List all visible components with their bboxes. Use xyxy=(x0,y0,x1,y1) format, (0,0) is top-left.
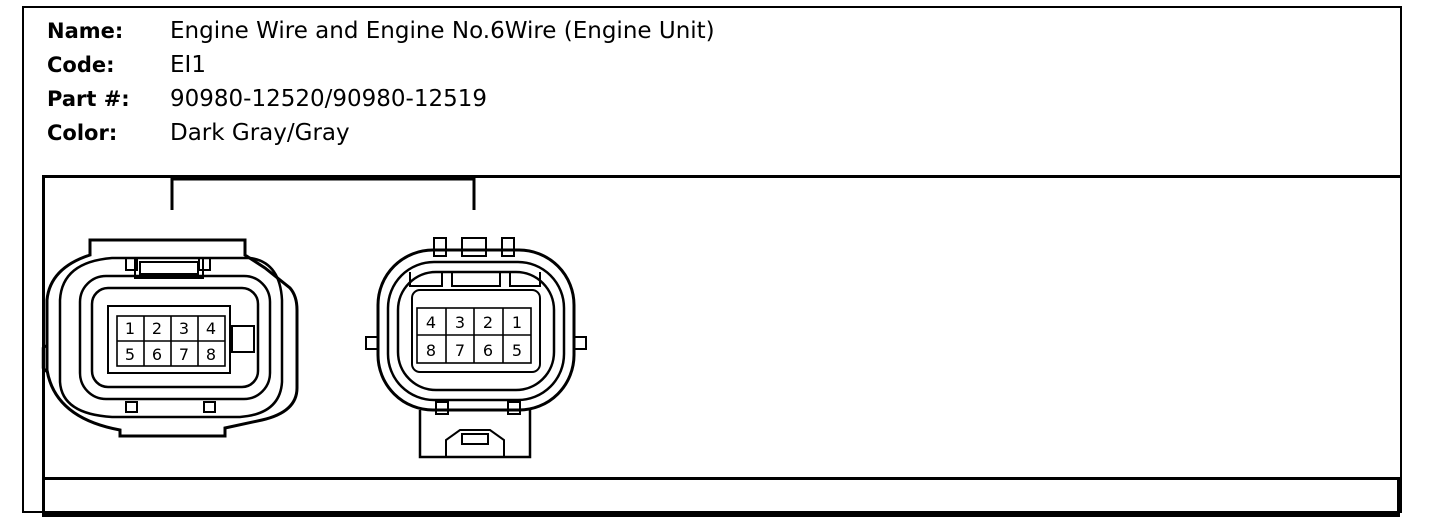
color-row: Color: Dark Gray/Gray xyxy=(47,116,715,150)
left-pins: 1 2 3 4 5 6 7 8 xyxy=(125,319,216,364)
left-connector xyxy=(41,238,299,438)
right-pin-grid xyxy=(416,307,532,364)
right-pins: 4 3 2 1 8 7 6 5 xyxy=(426,313,522,360)
right-pin-6: 6 xyxy=(483,341,493,360)
left-pin-8: 8 xyxy=(206,345,216,364)
right-pin-7: 7 xyxy=(455,341,465,360)
name-row: Name: Engine Wire and Engine No.6Wire (En… xyxy=(47,14,715,48)
name-value: Engine Wire and Engine No.6Wire (Engine … xyxy=(170,18,715,44)
mating-bracket xyxy=(170,177,476,210)
left-pin-2: 2 xyxy=(152,319,162,338)
right-pin-4: 4 xyxy=(426,313,436,332)
right-pin-5: 5 xyxy=(512,341,522,360)
left-pin-5: 5 xyxy=(125,345,135,364)
right-pin-2: 2 xyxy=(483,313,493,332)
right-pin-8: 8 xyxy=(426,341,436,360)
left-pin-7: 7 xyxy=(179,345,189,364)
bottom-strip xyxy=(44,477,1400,515)
right-connector xyxy=(365,237,587,459)
code-label: Code: xyxy=(47,53,115,77)
color-value: Dark Gray/Gray xyxy=(170,120,350,146)
right-pin-3: 3 xyxy=(455,313,465,332)
part-label: Part #: xyxy=(47,87,130,111)
left-pin-6: 6 xyxy=(152,345,162,364)
part-row: Part #: 90980-12520/90980-12519 xyxy=(47,82,715,116)
left-pin-grid xyxy=(116,315,226,367)
connector-info: Name: Engine Wire and Engine No.6Wire (En… xyxy=(47,14,715,150)
left-pin-4: 4 xyxy=(206,319,216,338)
part-value: 90980-12520/90980-12519 xyxy=(170,86,488,112)
name-label: Name: xyxy=(47,19,124,43)
code-value: EI1 xyxy=(170,52,206,78)
left-pin-1: 1 xyxy=(125,319,135,338)
right-pin-1: 1 xyxy=(512,313,522,332)
connector-panel xyxy=(42,175,1400,517)
color-label: Color: xyxy=(47,121,118,145)
code-row: Code: EI1 xyxy=(47,48,715,82)
left-pin-3: 3 xyxy=(179,319,189,338)
